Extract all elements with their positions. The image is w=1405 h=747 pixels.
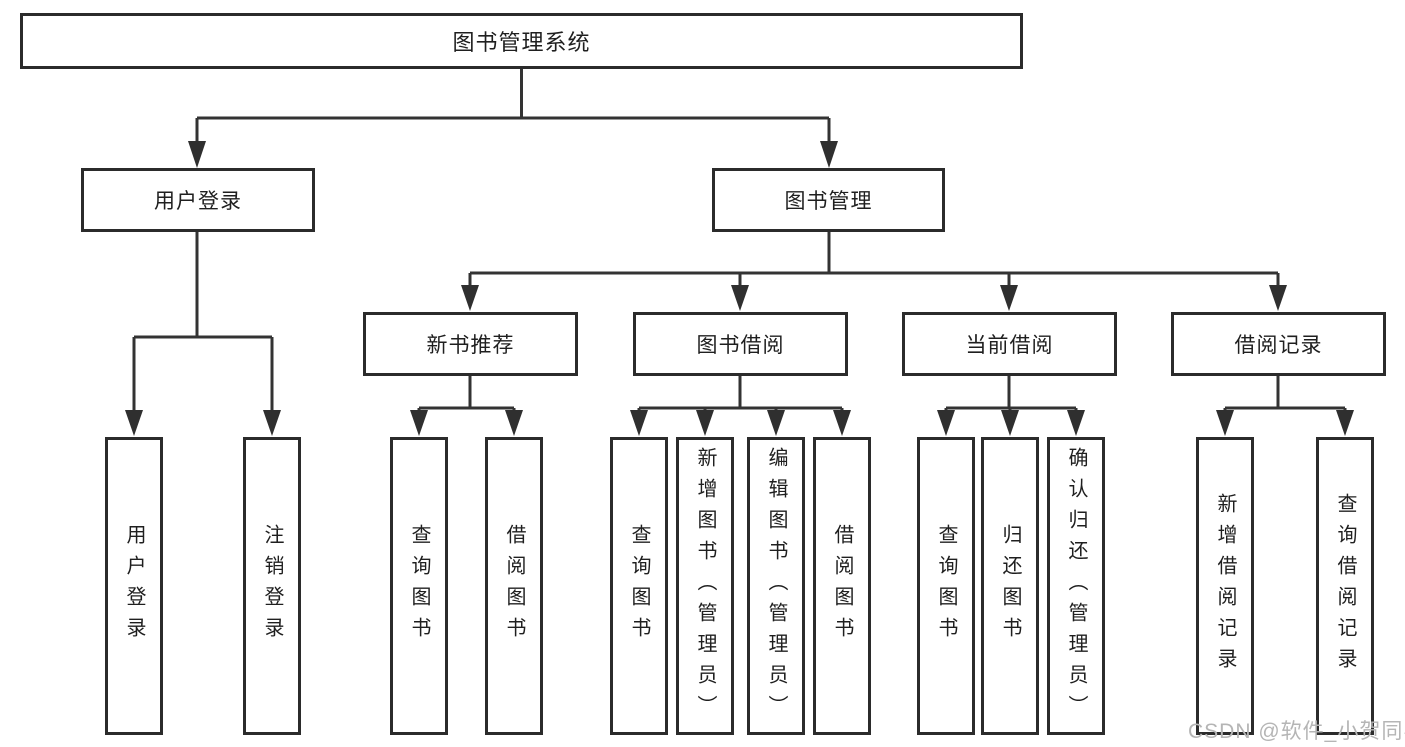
leaf-return-books: 归还图书 — [981, 437, 1039, 735]
leaf-label: 编辑图书（管理员） — [765, 446, 787, 726]
leaf-label: 用户登录 — [123, 524, 145, 648]
leaf-user-login: 用户登录 — [105, 437, 163, 735]
leaf-label: 查询图书 — [408, 524, 430, 648]
node-borrowing-records: 借阅记录 — [1171, 312, 1386, 376]
connector-book-management-children — [461, 232, 1287, 311]
node-label: 图书借阅 — [696, 334, 785, 357]
leaf-query-books-borrow: 查询图书 — [610, 437, 668, 735]
node-label: 图书管理系统 — [452, 30, 591, 55]
leaf-label: 新增图书（管理员） — [694, 446, 716, 726]
node-current-borrowing: 当前借阅 — [902, 312, 1117, 376]
leaf-label: 确认归还（管理员） — [1065, 446, 1087, 726]
node-book-management: 图书管理 — [712, 168, 945, 232]
leaf-edit-books-admin: 编辑图书（管理员） — [747, 437, 805, 735]
node-label: 图书管理 — [784, 190, 873, 213]
leaf-label: 查询图书 — [628, 524, 650, 648]
node-user-login: 用户登录 — [81, 168, 315, 232]
leaf-confirm-return-admin: 确认归还（管理员） — [1047, 437, 1105, 735]
watermark: CSDN @软件_小贺同学 — [1188, 720, 1405, 743]
leaf-label: 新增借阅记录 — [1214, 493, 1236, 679]
node-library-system: 图书管理系统 — [20, 13, 1023, 69]
leaf-label: 查询图书 — [935, 524, 957, 648]
node-label: 新书推荐 — [426, 334, 515, 357]
leaf-query-borrow-record: 查询借阅记录 — [1316, 437, 1374, 735]
leaf-label: 注销登录 — [261, 524, 283, 648]
leaf-add-books-admin: 新增图书（管理员） — [676, 437, 734, 735]
connector-current-borrow-children — [937, 376, 1085, 436]
leaf-logout: 注销登录 — [243, 437, 301, 735]
connector-borrow-record-children — [1216, 376, 1354, 436]
leaf-label: 查询借阅记录 — [1334, 493, 1356, 679]
leaf-query-books-recommend: 查询图书 — [390, 437, 448, 735]
node-label: 当前借阅 — [965, 334, 1054, 357]
node-label: 用户登录 — [154, 190, 242, 213]
node-book-borrowing: 图书借阅 — [633, 312, 848, 376]
connector-book-borrow-children — [630, 376, 851, 436]
leaf-label: 借阅图书 — [831, 524, 853, 648]
connector-new-book-children — [410, 376, 523, 436]
leaf-label: 归还图书 — [999, 524, 1021, 648]
leaf-borrow-books-recommend: 借阅图书 — [485, 437, 543, 735]
connector-root-to-level2 — [188, 69, 838, 168]
connector-user-login-children — [125, 232, 281, 436]
leaf-add-borrow-record: 新增借阅记录 — [1196, 437, 1254, 735]
node-label: 借阅记录 — [1234, 334, 1323, 357]
leaf-query-books-current: 查询图书 — [917, 437, 975, 735]
leaf-borrow-books: 借阅图书 — [813, 437, 871, 735]
node-new-book-recommendation: 新书推荐 — [363, 312, 578, 376]
leaf-label: 借阅图书 — [503, 524, 525, 648]
